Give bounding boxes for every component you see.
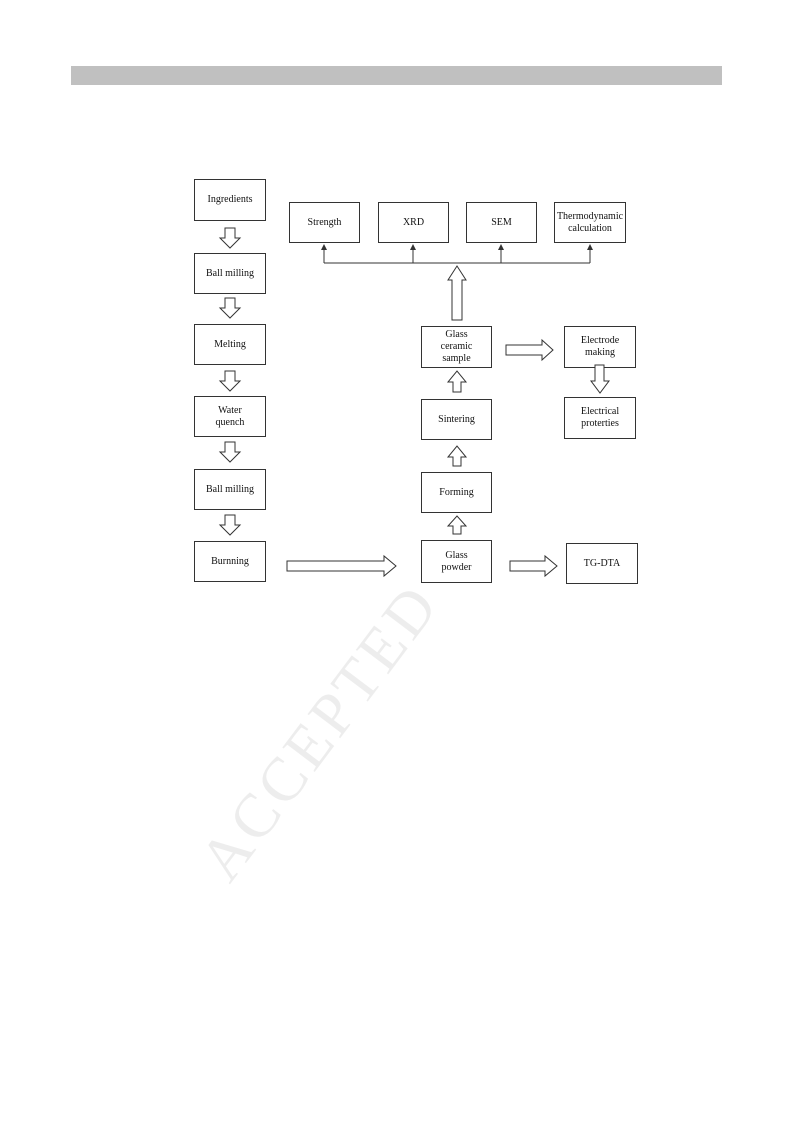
- header-bar: [71, 66, 722, 85]
- step-forming: Forming: [421, 472, 492, 513]
- arrow-up-sintering-to-glass-ceramic: [446, 370, 468, 393]
- arrow-right-burnning-to-glass-powder: [286, 554, 397, 578]
- arrow-up-glass-ceramic-to-analyses: [447, 265, 467, 321]
- step-burnning: Burnning: [194, 541, 266, 582]
- arrowhead-strength: [321, 244, 327, 250]
- arrow-down-ball-milling-to-burnning: [218, 514, 242, 536]
- step-water-quench: Water quench: [194, 396, 266, 437]
- step-sintering: Sintering: [421, 399, 492, 440]
- arrow-up-forming-to-sintering: [446, 445, 468, 467]
- arrowhead-xrd: [410, 244, 416, 250]
- step-glass-powder: Glass powder: [421, 540, 492, 583]
- arrow-right-glass-ceramic-to-electrode: [505, 338, 554, 362]
- step-thermodynamic-calculation: Thermodynamic calculation: [554, 202, 626, 243]
- step-xrd: XRD: [378, 202, 449, 243]
- arrow-down-electrode-to-electrical: [590, 364, 610, 394]
- step-ball-milling-1: Ball milling: [194, 253, 266, 294]
- step-melting: Melting: [194, 324, 266, 365]
- arrow-down-water-quench-to-ball-milling: [218, 441, 242, 463]
- step-glass-ceramic-sample: Glass ceramic sample: [421, 326, 492, 368]
- step-tg-dta: TG-DTA: [566, 543, 638, 584]
- step-sem: SEM: [466, 202, 537, 243]
- step-electrical-proterties: Electrical proterties: [564, 397, 636, 439]
- step-strength: Strength: [289, 202, 360, 243]
- step-ingredients: Ingredients: [194, 179, 266, 221]
- arrow-down-melting-to-water-quench: [218, 370, 242, 392]
- arrowhead-thermodynamic: [587, 244, 593, 250]
- step-electrode-making: Electrode making: [564, 326, 636, 368]
- step-ball-milling-2: Ball milling: [194, 469, 266, 510]
- arrow-down-ball-milling-to-melting: [218, 297, 242, 319]
- arrowhead-sem: [498, 244, 504, 250]
- arrow-right-glass-powder-to-tg-dta: [509, 554, 558, 578]
- arrow-up-glass-powder-to-forming: [446, 515, 468, 535]
- arrow-down-ingredients-to-ball-milling: [218, 227, 242, 249]
